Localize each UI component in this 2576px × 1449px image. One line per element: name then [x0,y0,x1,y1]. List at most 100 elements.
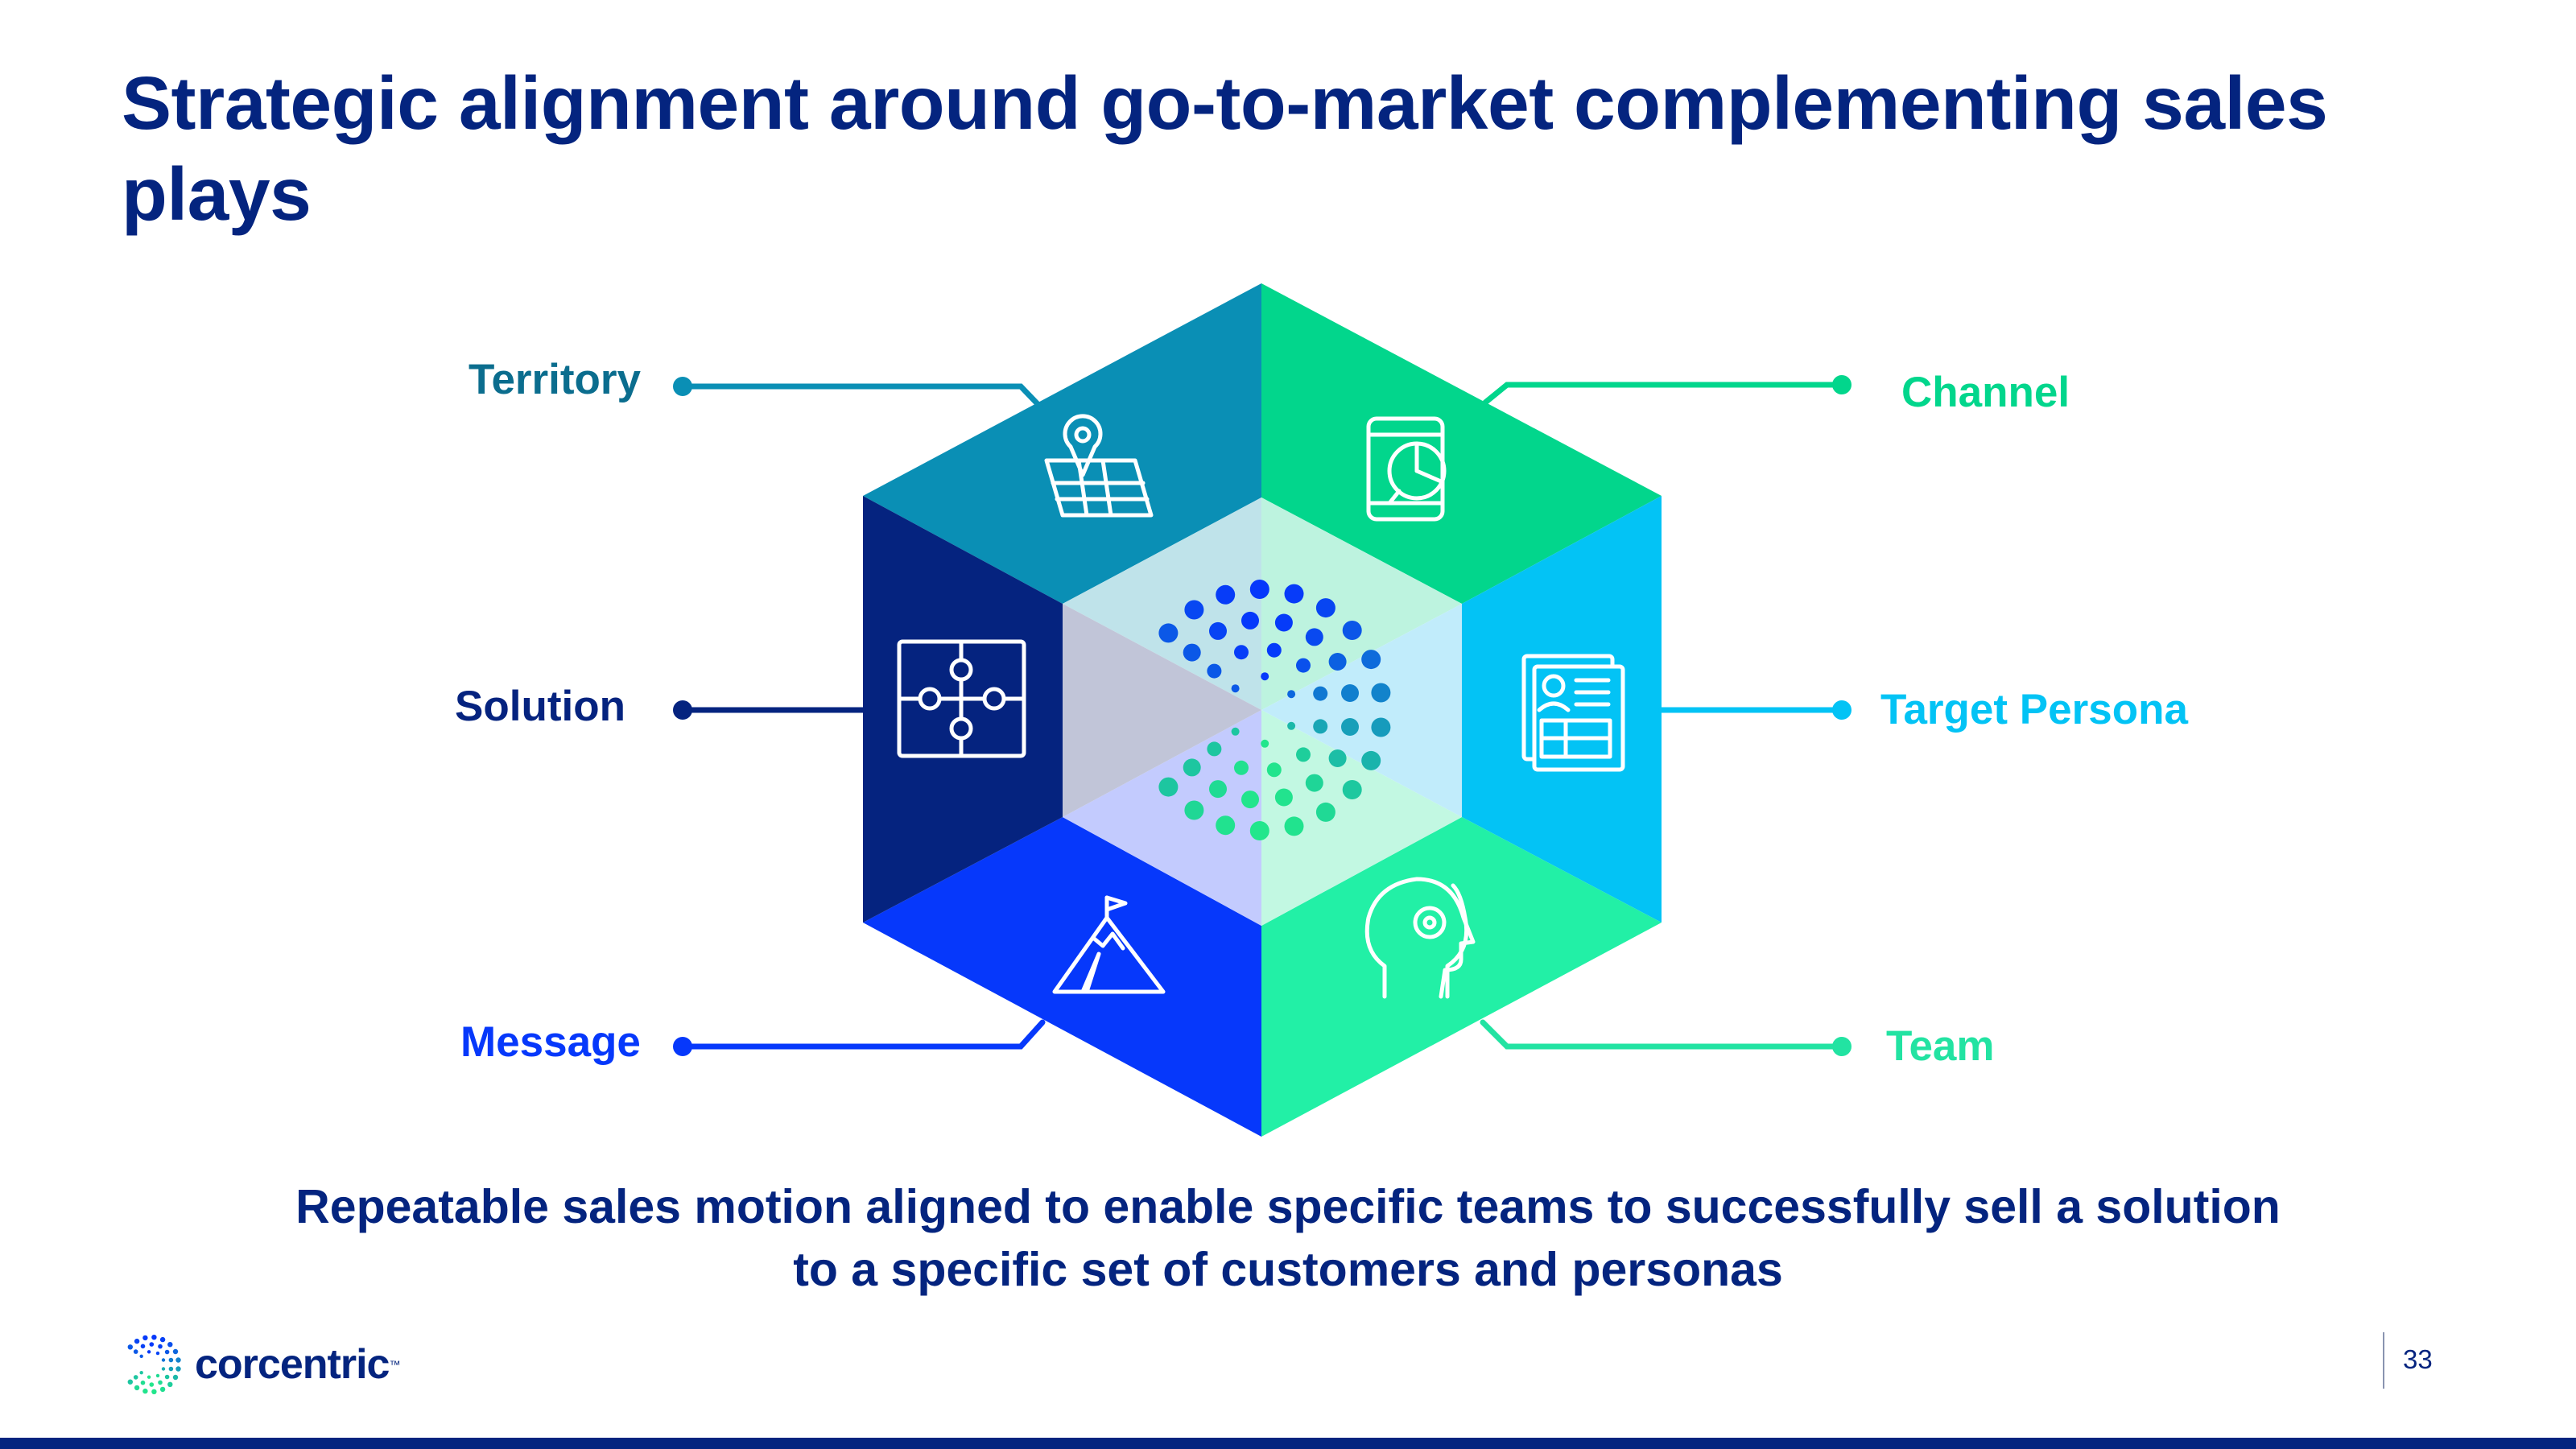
label-team: Team [1886,1022,1995,1070]
logo-dot [161,1367,166,1371]
logo-dot [1184,800,1204,820]
logo-dot [155,1351,160,1356]
logo-dot [140,1344,146,1349]
logo-dot [168,1366,174,1372]
logo-dot [164,1374,170,1380]
logo-dot [1305,628,1323,646]
logo-dot [149,1382,155,1387]
logo-dot [167,1342,173,1348]
logo-dot [1216,584,1236,605]
logo-dot [1342,621,1362,640]
inner-solution [1063,604,1261,817]
logo-dot [127,1379,133,1385]
logo-dot [1296,658,1311,673]
connector-channel [1482,382,1845,406]
logo-dot [139,1354,143,1358]
caption-line-1: Repeatable sales motion aligned to enabl… [295,1180,2281,1233]
inner-territory [1063,497,1261,710]
inner-team [1261,710,1462,926]
logo-dot [1361,650,1381,670]
logo-dot [1287,690,1296,699]
dot-team [1832,1037,1852,1056]
page-number: 33 [2403,1344,2433,1374]
logo-dot [1315,802,1335,822]
footer-divider [2383,1332,2384,1389]
logo-dot [1249,580,1269,599]
logo-dot [140,1380,146,1385]
logo-dot [142,1335,148,1341]
logo-dot [139,1371,143,1375]
logo-dot [1341,684,1359,702]
head-gear-icon [1364,877,1476,999]
mobile-chart-icon [1366,416,1447,522]
logo-dot [159,1336,166,1343]
logo-dot [164,1349,170,1355]
logo-dot [1274,613,1293,632]
logo-dot [1361,750,1381,770]
dot-target-persona [1832,700,1852,720]
caption-line-2: to a specific set of customers and perso… [793,1243,1783,1296]
logo-dot [1216,815,1236,836]
logo-dot [134,1338,140,1344]
logo-dot [1183,643,1201,662]
logo-dot [175,1357,181,1363]
logo-dot [159,1386,166,1393]
puzzle-icon [897,639,1026,758]
logo-dot [168,1357,174,1363]
logo-dot [1249,821,1269,840]
logo-dot [1328,749,1347,767]
logo-dot [1209,780,1227,799]
label-solution: Solution [455,683,625,730]
segment-team [1261,817,1662,1137]
logo-dot [1207,663,1222,679]
dot-channel [1832,375,1852,394]
logo-dot [1341,718,1359,736]
connector-territory [679,383,1043,410]
logo-text: corcentric [195,1341,390,1388]
logo-dot [1342,780,1362,799]
map-pin-icon [1044,414,1154,518]
logo-dot [151,1389,157,1394]
dot-message [673,1037,692,1056]
slide-title: Strategic alignment around go-to-market … [122,61,2328,236]
logo-dot [1234,645,1249,660]
logo-dot [1315,598,1335,618]
inner-target-persona [1261,604,1462,817]
logo-dot [1287,721,1296,730]
dot-solution [673,700,692,720]
logo-dot [127,1344,133,1350]
logo-dot [1371,717,1391,737]
logo-dot [1241,611,1259,630]
logo-dot [172,1348,179,1355]
logo-dot [1274,788,1293,807]
logo-dot [158,1380,163,1385]
logo-dot [167,1381,173,1387]
logo-dot [155,1373,160,1378]
logo-dot [158,1344,163,1349]
segment-channel [1261,283,1662,604]
logo-dot [1371,683,1391,703]
logo-dot [1284,584,1304,604]
logo-dot [1313,686,1328,701]
segment-message [863,817,1261,1137]
logo-dot [133,1349,138,1354]
logo-dot [1241,791,1259,809]
logo-dot [1284,816,1304,836]
logo-dot [172,1374,179,1381]
logo-dot [1261,739,1269,748]
corcentric-dots-icon [1158,580,1391,840]
label-message: Message [460,1018,641,1066]
logo-dot [1231,727,1240,736]
label-territory: Territory [469,356,642,403]
logo-dot [1158,777,1179,797]
logo-dot [142,1388,148,1394]
logo-dot [1234,760,1249,775]
profile-document-icon [1521,654,1625,772]
logo-dot [1261,672,1269,681]
logo-dot [1158,623,1179,643]
logo-dot [151,1335,157,1340]
logo-dot [133,1375,138,1380]
logo-dot [1266,762,1282,778]
